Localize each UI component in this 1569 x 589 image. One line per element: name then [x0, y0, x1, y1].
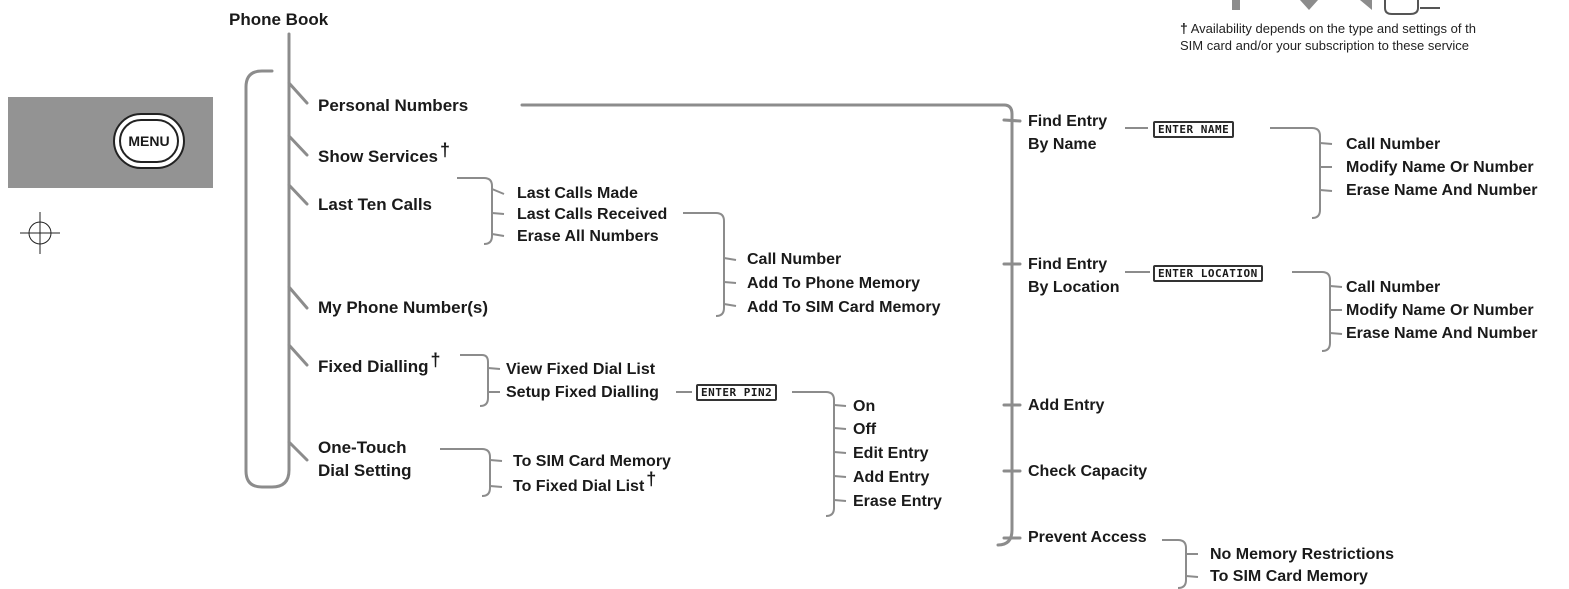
- last-calls-received[interactable]: Last Calls Received: [517, 206, 668, 223]
- dagger-symbol: †: [1180, 20, 1188, 36]
- item-one-touch-line2[interactable]: Dial Setting: [318, 461, 412, 480]
- setup-option-off[interactable]: Off: [853, 421, 877, 438]
- find-entry-by-location-line1[interactable]: Find Entry: [1028, 256, 1108, 273]
- name-option-erase[interactable]: Erase Name And Number: [1346, 182, 1538, 199]
- item-last-ten-calls[interactable]: Last Ten Calls: [318, 195, 432, 214]
- setup-option-on[interactable]: On: [853, 398, 876, 415]
- find-entry-by-location-line2[interactable]: By Location: [1028, 279, 1120, 296]
- menu-button-label: MENU: [128, 133, 170, 149]
- location-option-modify[interactable]: Modify Name Or Number: [1346, 302, 1534, 319]
- page-title: Phone Book: [229, 10, 329, 29]
- received-option-sim-memory[interactable]: Add To SIM Card Memory: [747, 299, 941, 316]
- find-entry-by-name-line1[interactable]: Find Entry: [1028, 113, 1108, 130]
- received-option-phone-memory[interactable]: Add To Phone Memory: [747, 275, 921, 292]
- item-personal-numbers[interactable]: Personal Numbers: [318, 96, 469, 115]
- setup-option-add-entry[interactable]: Add Entry: [853, 469, 930, 486]
- key-arrows-icon: [1232, 0, 1372, 10]
- setup-fixed-dialling[interactable]: Setup Fixed Dialling: [506, 384, 659, 401]
- setup-option-edit-entry[interactable]: Edit Entry: [853, 445, 929, 462]
- erase-all-numbers[interactable]: Erase All Numbers: [517, 228, 659, 245]
- lcd-enter-location: ENTER LOCATION: [1153, 265, 1263, 282]
- footnote-line-1: Availability depends on the type and set…: [1190, 21, 1476, 36]
- last-calls-made[interactable]: Last Calls Made: [517, 185, 638, 202]
- view-fixed-dial-list[interactable]: View Fixed Dial List: [506, 361, 656, 378]
- one-touch-sim[interactable]: To SIM Card Memory: [513, 453, 671, 470]
- footnote-line-2: SIM card and/or your subscription to the…: [1180, 38, 1470, 53]
- received-option-call[interactable]: Call Number: [747, 251, 842, 268]
- prevent-access[interactable]: Prevent Access: [1028, 529, 1147, 546]
- item-show-services[interactable]: Show Services†: [318, 140, 451, 166]
- registration-mark-icon: [20, 212, 60, 254]
- name-option-modify[interactable]: Modify Name Or Number: [1346, 159, 1534, 176]
- footnote: † Availability depends on the type and s…: [1180, 20, 1476, 54]
- lcd-enter-name: ENTER NAME: [1153, 121, 1235, 138]
- check-capacity[interactable]: Check Capacity: [1028, 463, 1148, 480]
- item-fixed-dialling[interactable]: Fixed Dialling†: [318, 350, 441, 376]
- prevent-option-sim-memory[interactable]: To SIM Card Memory: [1210, 568, 1368, 585]
- name-option-call[interactable]: Call Number: [1346, 136, 1441, 153]
- setup-option-erase-entry[interactable]: Erase Entry: [853, 493, 942, 510]
- menu-button[interactable]: MENU: [113, 113, 185, 169]
- add-entry[interactable]: Add Entry: [1028, 397, 1105, 414]
- find-entry-by-name-line2[interactable]: By Name: [1028, 136, 1097, 153]
- phone-key-icon: [1384, 0, 1440, 15]
- one-touch-fixed[interactable]: To Fixed Dial List†: [513, 469, 657, 496]
- lcd-enter-pin2: ENTER PIN2: [696, 384, 778, 401]
- item-my-phone-numbers[interactable]: My Phone Number(s): [318, 298, 489, 317]
- prevent-option-no-restrictions[interactable]: No Memory Restrictions: [1210, 546, 1395, 563]
- location-option-erase[interactable]: Erase Name And Number: [1346, 325, 1538, 342]
- location-option-call[interactable]: Call Number: [1346, 279, 1441, 296]
- item-one-touch-line1[interactable]: One-Touch: [318, 438, 407, 457]
